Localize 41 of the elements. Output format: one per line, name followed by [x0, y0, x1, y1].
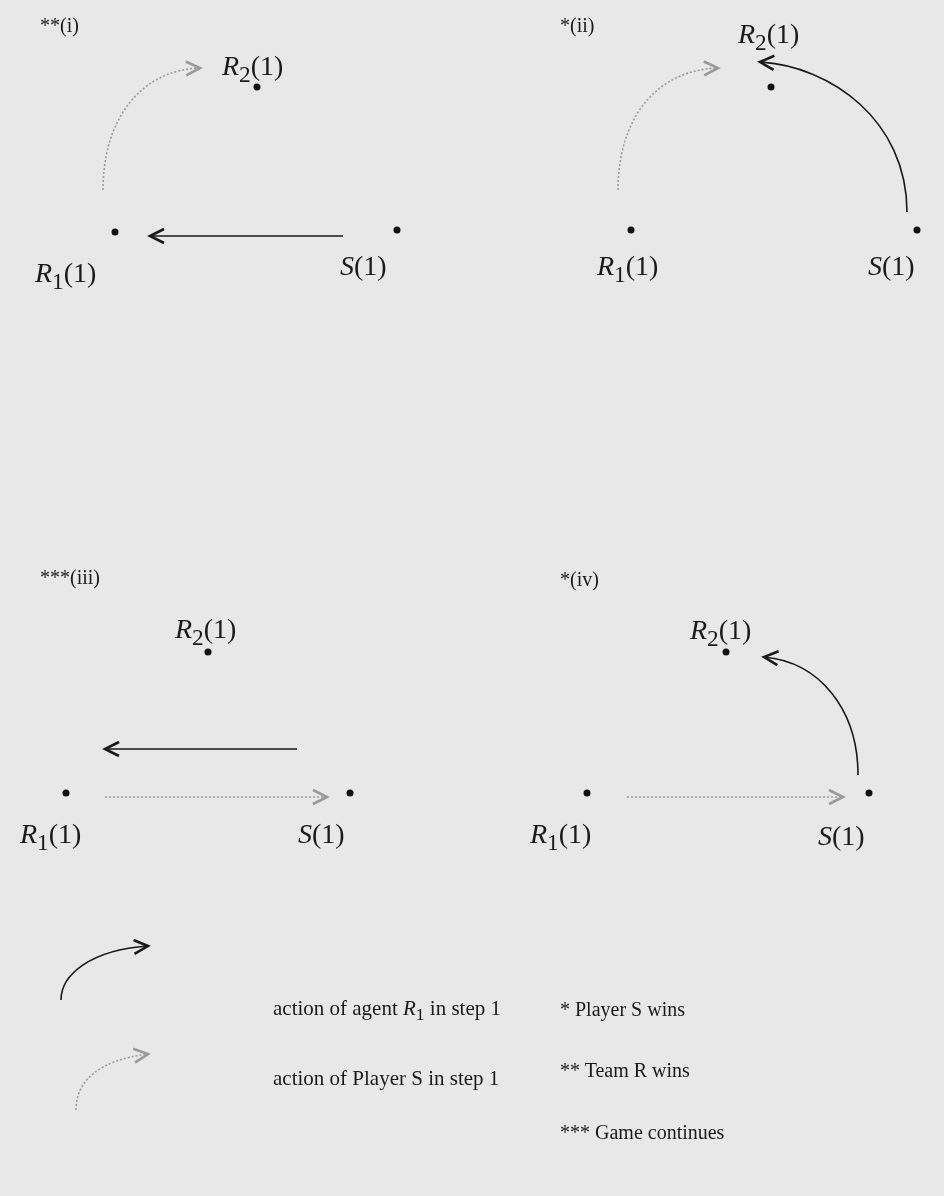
dotted-arrow [617, 61, 720, 191]
panel-label: ***(iii) [40, 566, 100, 589]
note-text: * Player S wins [560, 998, 685, 1021]
point-label: S(1) [818, 820, 865, 852]
point-dot [722, 648, 730, 656]
legend-text: action of Player S in step 1 [273, 1066, 500, 1091]
dotted-arrow [626, 788, 845, 806]
point-dot [253, 83, 261, 91]
point-label: R$_{1}$(1) [530, 818, 592, 856]
point-label: R$_{1}$(1) [597, 250, 659, 288]
point-label: S(1) [868, 250, 915, 282]
legend-text: action of agent R$_{1}$ in step 1 [273, 996, 502, 1026]
panel-label: **(i) [40, 14, 79, 37]
note-text: *** Game continues [560, 1121, 725, 1144]
point-dot [865, 789, 873, 797]
point-dot [583, 789, 591, 797]
point-label: R$_{2}$(1) [738, 18, 800, 56]
panel-label: *(iv) [560, 568, 599, 591]
arrow [148, 227, 344, 245]
dotted-arrow [102, 61, 202, 191]
point-dot [913, 226, 921, 234]
point-label: R$_{2}$(1) [690, 614, 752, 652]
point-dot [627, 226, 635, 234]
point-label: S(1) [340, 250, 387, 282]
point-label: S(1) [298, 818, 345, 850]
arrow [758, 55, 908, 213]
point-label: R$_{1}$(1) [20, 818, 82, 856]
point-label: R$_{2}$(1) [175, 613, 237, 651]
point-dot [204, 648, 212, 656]
point-dot [393, 226, 401, 234]
note-text: ** Team R wins [560, 1059, 690, 1082]
point-dot [767, 83, 775, 91]
point-label: R$_{1}$(1) [35, 257, 97, 295]
dotted-arrow [104, 788, 329, 806]
point-label: R$_{2}$(1) [222, 50, 284, 88]
panel-label: *(ii) [560, 14, 595, 37]
point-dot [346, 789, 354, 797]
arrow [762, 650, 859, 776]
point-dot [62, 789, 70, 797]
arrow [103, 740, 298, 758]
point-dot [111, 228, 119, 236]
